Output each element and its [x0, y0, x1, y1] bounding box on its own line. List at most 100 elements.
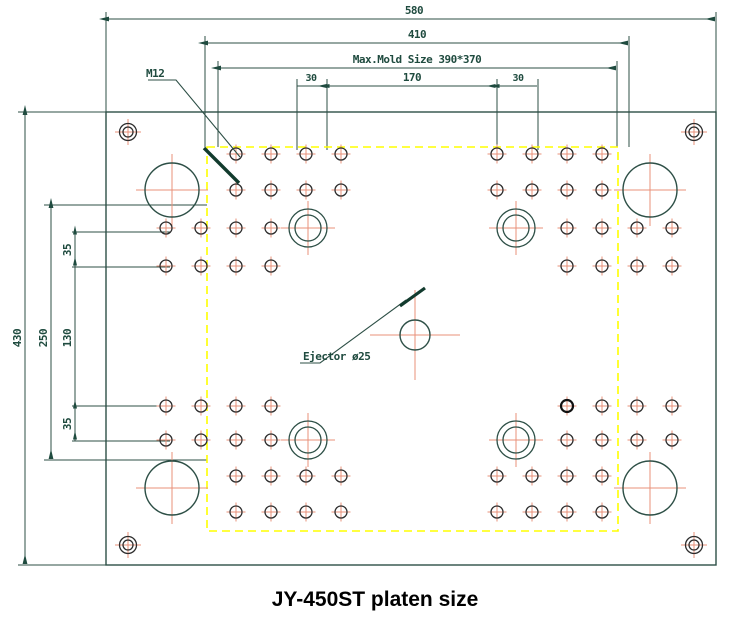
corner-bolt-outer: [118, 535, 138, 555]
tapped-hole-m12: [194, 221, 208, 235]
dimension-label-35-top: 35: [61, 244, 74, 256]
tapped-hole-m12: [595, 259, 609, 273]
m12-leader-line: [148, 79, 241, 158]
tapped-hole-m12: [334, 469, 348, 483]
tapped-hole-m12: [630, 259, 644, 273]
dimension-130: [72, 231, 170, 442]
tapped-hole-m12: [595, 399, 609, 413]
tapped-hole-m12: [595, 469, 609, 483]
tapped-hole-m12: [490, 183, 504, 197]
tapped-hole-m12: [159, 399, 173, 413]
tapped-hole-m12: [229, 259, 243, 273]
tapped-hole-m12: [560, 147, 574, 161]
dimension-label-410: 410: [408, 28, 426, 41]
tapped-hole-m12: [525, 183, 539, 197]
tapped-hole-m12: [229, 221, 243, 235]
tapped-hole-m12: [334, 505, 348, 519]
tapped-hole-m12: [630, 221, 644, 235]
tapped-hole-m12: [194, 399, 208, 413]
dimension-label-30-left: 30: [305, 73, 317, 84]
tapped-hole-m12: [264, 399, 278, 413]
tapped-hole-m12: [229, 433, 243, 447]
dimension-30-170-30: [296, 79, 539, 150]
corner-bolt-inner: [122, 126, 134, 138]
tapped-hole-m12: [595, 183, 609, 197]
tapped-hole-m12: [665, 433, 679, 447]
tapped-hole-m12: [560, 469, 574, 483]
tapped-hole-m12: [264, 221, 278, 235]
tie-bar-bore: [622, 460, 678, 516]
locating-ring-bore: [288, 208, 328, 248]
tapped-hole-m12: [490, 147, 504, 161]
dimension-label-430: 430: [11, 329, 24, 347]
corner-bolt-inner: [122, 539, 134, 551]
tapped-hole-m12: [559, 398, 575, 414]
tapped-hole-m12: [595, 221, 609, 235]
counterbore-inner: [502, 214, 530, 242]
tapped-hole-m12: [334, 183, 348, 197]
m12-leader-thick: [202, 146, 241, 185]
tapped-hole-m12: [229, 399, 243, 413]
tapped-hole-m12: [595, 505, 609, 519]
tapped-hole-m12: [525, 147, 539, 161]
locating-ring-bore: [496, 208, 536, 248]
tapped-hole-m12: [299, 505, 313, 519]
tapped-hole-m12: [560, 433, 574, 447]
dimension-max-mold: [211, 61, 618, 147]
tapped-hole-m12: [159, 433, 173, 447]
tapped-hole-m12: [229, 469, 243, 483]
tapped-hole-m12: [229, 147, 243, 161]
tapped-hole-m12: [229, 505, 243, 519]
locating-ring-bore: [496, 420, 536, 460]
tie-bar-bore: [144, 162, 200, 218]
tapped-hole-m12: [264, 147, 278, 161]
tapped-hole-m12: [525, 469, 539, 483]
dimension-label-max-mold: Max.Mold Size 390*370: [353, 53, 482, 66]
ejector-leader-thick: [399, 286, 426, 308]
ejector-leader-line: [300, 299, 407, 364]
dimension-label-35-bottom: 35: [61, 418, 74, 430]
corner-bolt-outer: [684, 122, 704, 142]
ejector-hole: [399, 319, 431, 351]
m12-label: M12: [146, 67, 164, 80]
tapped-hole-m12: [560, 505, 574, 519]
tapped-hole-m12: [264, 433, 278, 447]
tapped-hole-m12: [560, 221, 574, 235]
platen-outline: [105, 111, 717, 566]
tapped-hole-m12: [595, 433, 609, 447]
locating-ring-bore: [288, 420, 328, 460]
corner-bolt-inner: [688, 126, 700, 138]
tie-bar-bore: [144, 460, 200, 516]
corner-bolt-outer: [118, 122, 138, 142]
tapped-hole-m12: [159, 221, 173, 235]
tapped-hole-m12: [525, 505, 539, 519]
tapped-hole-m12: [159, 259, 173, 273]
tapped-hole-m12: [264, 183, 278, 197]
tapped-hole-m12: [299, 147, 313, 161]
counterbore-inner: [502, 426, 530, 454]
tapped-hole-m12: [665, 399, 679, 413]
counterbore-inner: [294, 214, 322, 242]
drawing-title: JY-450ST platen size: [272, 588, 479, 611]
tapped-hole-m12: [630, 399, 644, 413]
platen-features-group: [115, 119, 707, 558]
dimension-label-170: 170: [403, 71, 421, 84]
tapped-hole-m12: [560, 259, 574, 273]
dimension-430: [18, 105, 106, 566]
tapped-hole-m12: [595, 147, 609, 161]
dimension-lines-group: [18, 12, 717, 566]
tapped-hole-m12: [264, 505, 278, 519]
ejector-label: Ejector ø25: [303, 350, 370, 363]
tapped-hole-m12: [299, 183, 313, 197]
dimension-label-250: 250: [37, 329, 50, 347]
tapped-hole-m12: [490, 469, 504, 483]
dimension-410: [198, 36, 630, 147]
leader-lines-group: [148, 79, 426, 364]
tapped-hole-m12: [194, 259, 208, 273]
max-mold-area-boundary: [206, 146, 619, 532]
corner-bolt-inner: [688, 539, 700, 551]
tapped-hole-m12: [665, 221, 679, 235]
dimension-label-130: 130: [61, 329, 74, 347]
